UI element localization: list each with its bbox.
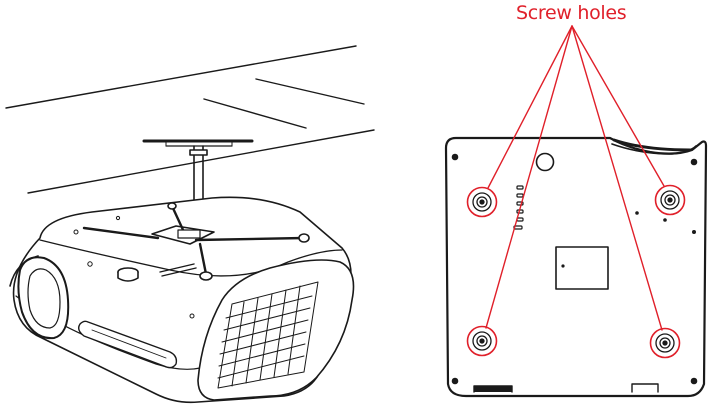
- rubber-foot: [537, 154, 554, 171]
- ceiling-plane: [6, 46, 374, 193]
- ceiling-mount-view: [6, 46, 374, 402]
- screw-hole-top-left: [473, 193, 491, 211]
- ceiling-plate: [144, 141, 252, 146]
- label-plate: [556, 247, 608, 289]
- screw-hole-top-right: [661, 191, 679, 209]
- focus-knob: [118, 268, 138, 281]
- screw-hole-bottom-left: [473, 332, 491, 350]
- screw-holes-label: Screw holes: [516, 0, 626, 26]
- screw-hole-bottom-right: [656, 334, 674, 352]
